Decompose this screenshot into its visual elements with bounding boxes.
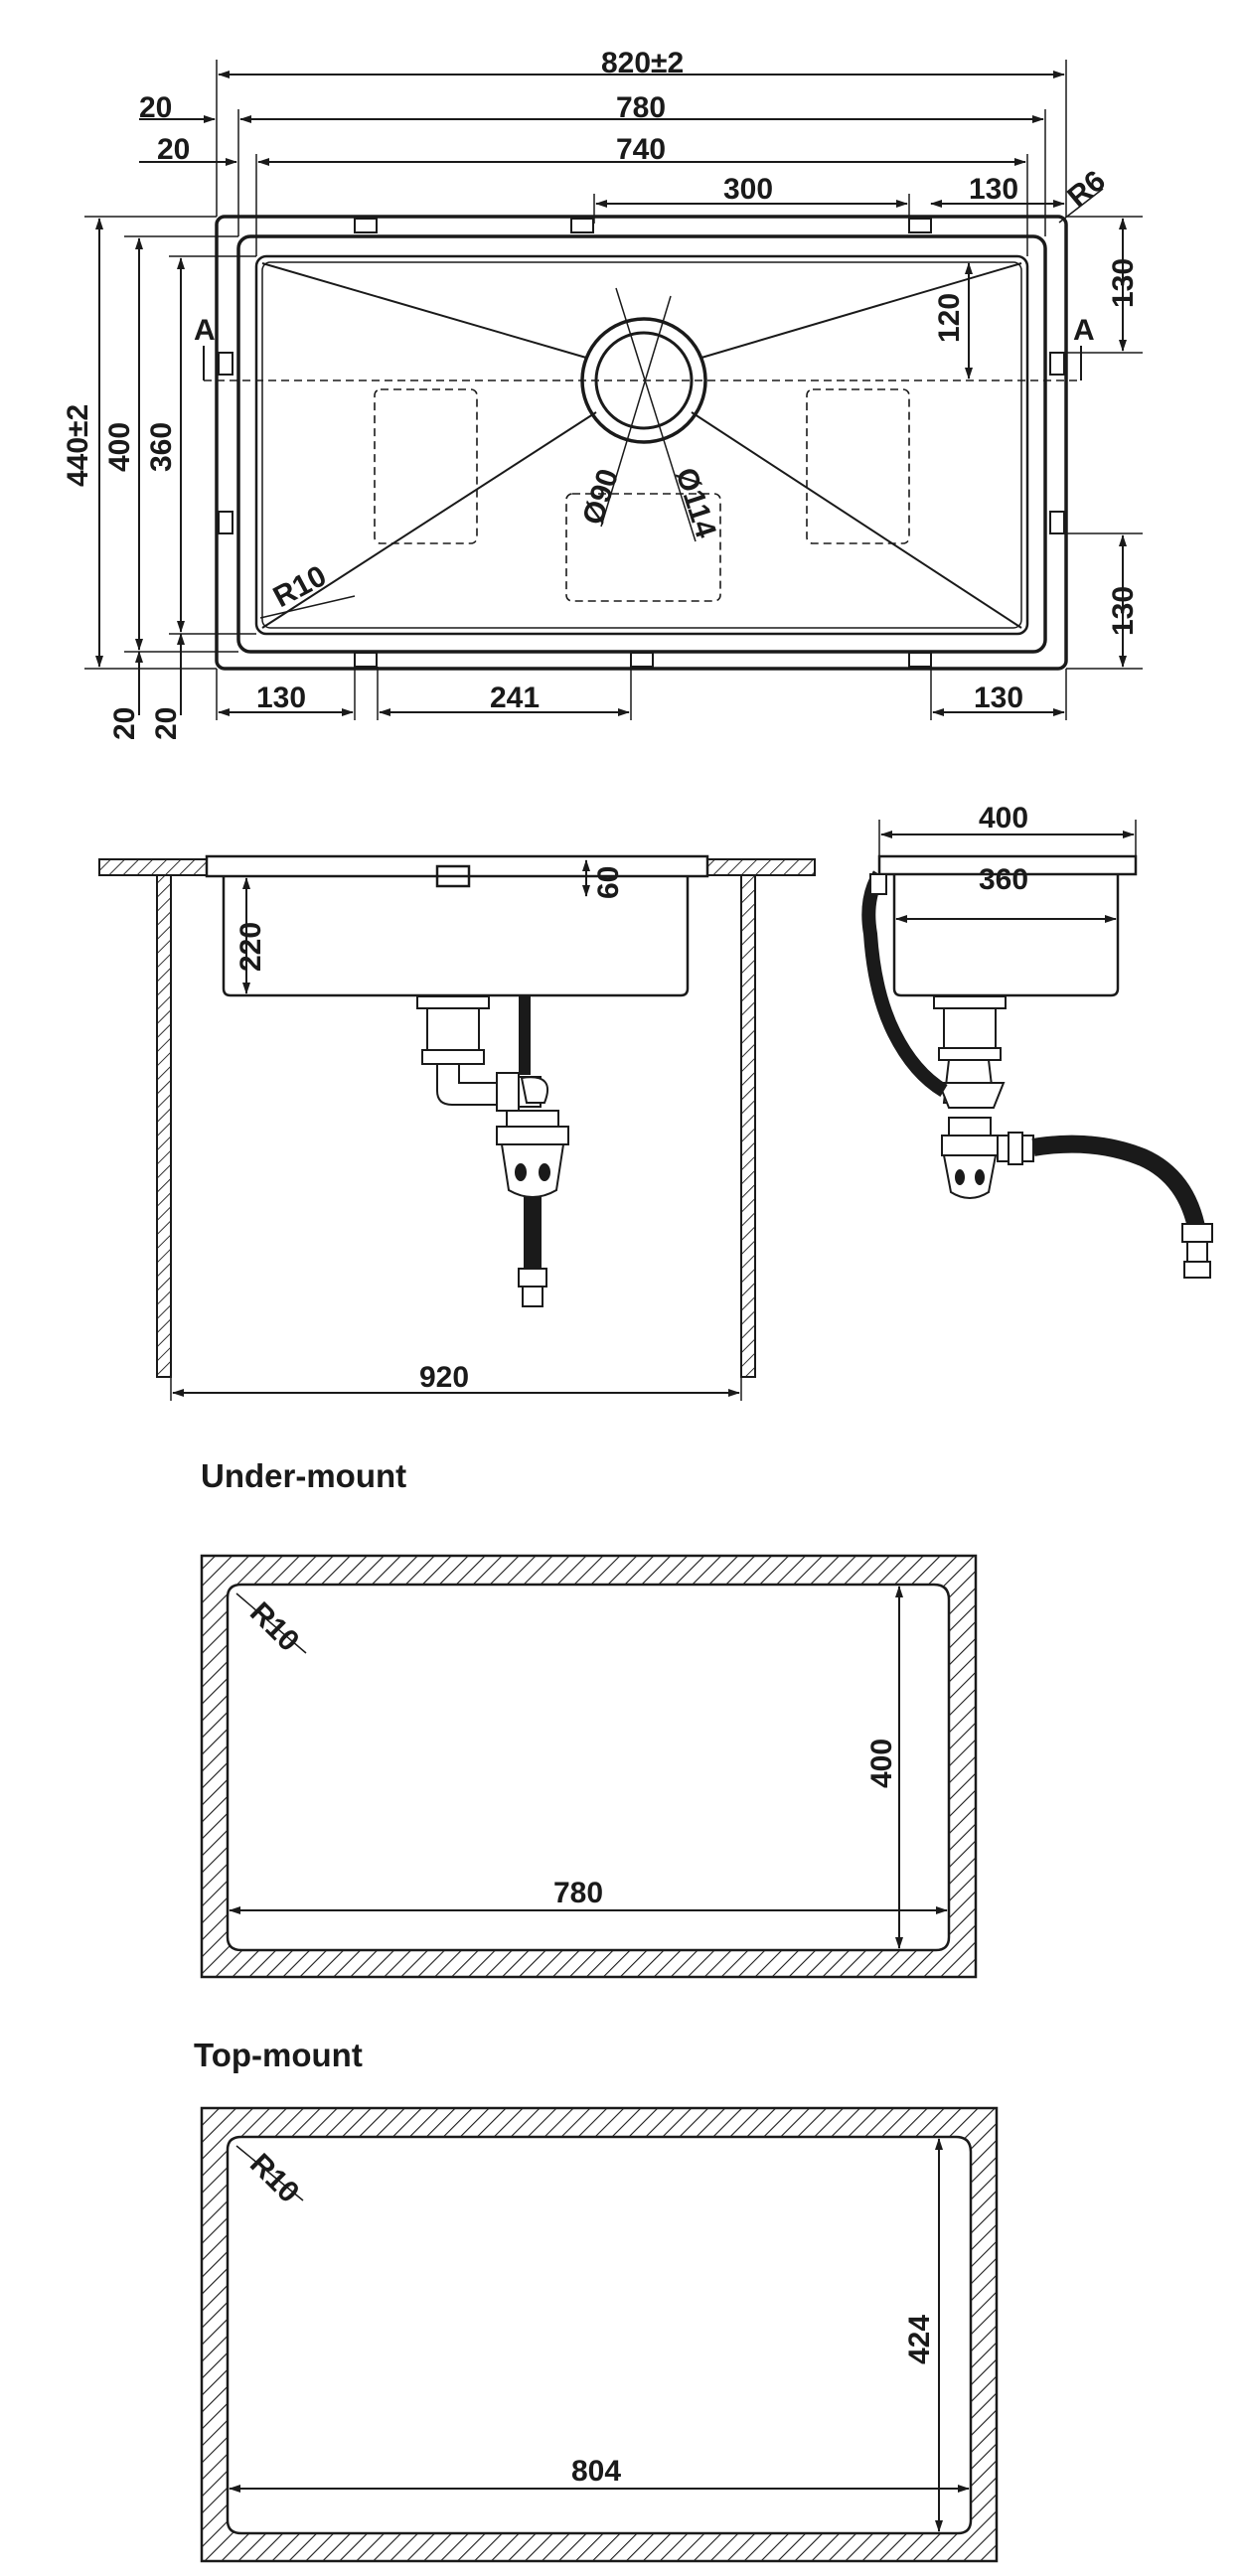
topmount-radius-leader: [235, 2145, 304, 2201]
dim-bowl-depth: 360: [145, 422, 178, 472]
dim-left-offset-1: 20: [139, 91, 172, 124]
cabinet-wall-left: [156, 874, 172, 1378]
dim-rim-height: 60: [592, 866, 625, 899]
section-dim-bowl-depth: 360: [979, 863, 1028, 896]
cabinet-wall-right: [740, 874, 756, 1378]
bottom-horizontal-dimensions: [216, 667, 1067, 720]
slope-line-tl: [261, 262, 587, 359]
dim-right-bottom-130: 130: [1107, 586, 1140, 636]
dim-bottom-mid-241: 241: [490, 682, 540, 714]
sink-bowl-outline: [254, 254, 1029, 636]
sink-rim-outline: [236, 234, 1047, 654]
dim-left-offset-2: 20: [157, 133, 190, 166]
undermount-radius-leader: [235, 1592, 307, 1654]
topmount-hatch-frame: [200, 2106, 999, 2563]
sink-flange-outline: [215, 215, 1068, 671]
dim-drain-to-clip: 300: [723, 173, 773, 206]
left-vertical-dimensions: [84, 216, 256, 715]
top-horizontal-dimensions: [139, 60, 1067, 256]
dim-bottom-left-20b: 20: [150, 707, 183, 740]
undermount-title: Under-mount: [201, 1457, 406, 1494]
topmount-title: Top-mount: [194, 2037, 363, 2073]
accessory-outline-right: [806, 388, 910, 544]
front-view: 220 60 920: [98, 854, 816, 1401]
dim-rim-width: 780: [616, 91, 666, 124]
section-view: 400 360: [861, 802, 1213, 1279]
drain-assembly-section: [861, 870, 1213, 1279]
accessory-outline-center: [565, 493, 721, 602]
undermount-hatch-frame: [200, 1554, 978, 1979]
dim-bottom-left-20a: 20: [108, 707, 141, 740]
undermount-radius: R10: [243, 1596, 305, 1658]
dim-overall-depth: 440±2: [62, 404, 94, 487]
corner-radius-r6: R6: [1061, 164, 1112, 214]
overflow-slot: [435, 864, 471, 888]
corner-radius-r10: R10: [268, 559, 332, 614]
sink-bowl-inner: [261, 261, 1022, 629]
dim-bowl-height: 220: [234, 922, 267, 972]
section-mark-right: A: [1073, 314, 1095, 347]
drain-dim-line-2: [600, 295, 672, 528]
undermount-width: 780: [553, 1877, 603, 1909]
dim-bottom-right-130: 130: [974, 682, 1023, 714]
dim-rim-depth: 400: [103, 422, 136, 472]
r10-leader: [259, 595, 356, 619]
drain-diameter-114: Ø114: [669, 464, 722, 542]
section-rim: [877, 854, 1138, 876]
topmount-depth: 424: [903, 2315, 936, 2364]
top-view: A A R10 Ø90 Ø114: [62, 47, 1143, 740]
topmount-width: 804: [571, 2455, 621, 2488]
dim-overall-width: 820±2: [601, 47, 684, 79]
mounting-clips: [218, 218, 1065, 668]
dim-bowl-width: 740: [616, 133, 666, 166]
right-vertical-dimensions: [965, 216, 1143, 670]
topmount-cutout: Top-mount R10 424 804: [194, 2037, 999, 2563]
dim-right-clip-offset: 130: [969, 173, 1018, 206]
slope-line-tr: [700, 262, 1022, 359]
dim-cabinet-width: 920: [419, 1361, 469, 1394]
undermount-cutout: Under-mount R10 400 780: [200, 1457, 978, 1979]
topmount-radius: R10: [243, 2148, 305, 2209]
dim-drain-offset: 120: [933, 293, 966, 343]
undermount-depth: 400: [865, 1739, 898, 1788]
slope-line-bl: [261, 411, 597, 629]
drain-dim-line-1: [615, 287, 697, 542]
drain-assembly-front: [416, 995, 569, 1307]
section-dim-rim-depth: 400: [979, 802, 1028, 834]
dim-bottom-left-130: 130: [256, 682, 306, 714]
slope-line-br: [691, 411, 1022, 629]
dim-right-top-130: 130: [1107, 258, 1140, 308]
accessory-outline-left: [374, 388, 478, 544]
drain-diameter-90: Ø90: [576, 465, 625, 529]
section-mark-left: A: [194, 314, 216, 347]
